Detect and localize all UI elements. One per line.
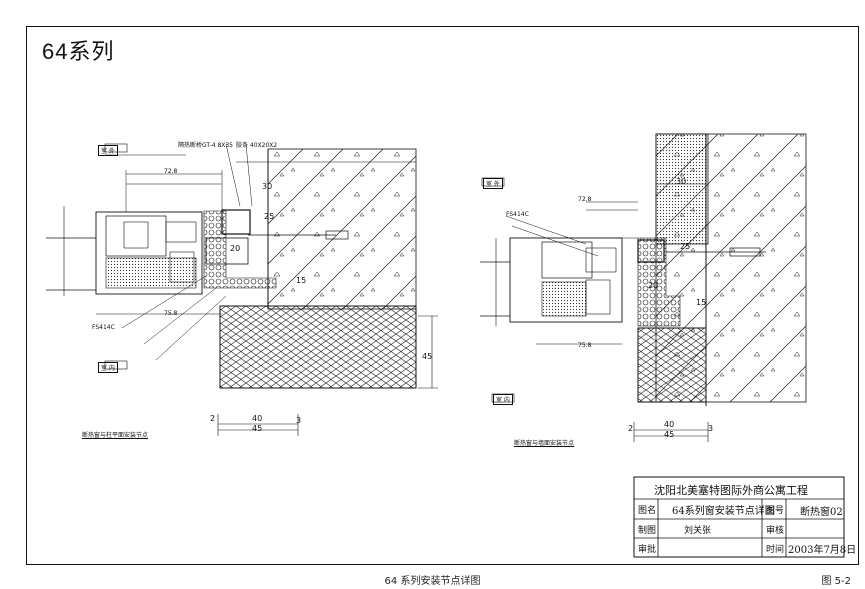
right-detail — [480, 133, 807, 442]
left-dim-20: 20 — [230, 244, 241, 253]
right-dim-3: 3 — [708, 424, 714, 433]
drawing-sheet — [26, 26, 859, 565]
row2-value: 刘关张 — [684, 526, 712, 536]
right-dim-2: 2 — [628, 424, 634, 433]
right-dim-20: 20 — [648, 281, 659, 290]
row3-label2: 时间 — [766, 545, 785, 555]
drawing-canvas — [26, 26, 859, 565]
left-dim-72-8: 72.8 — [164, 168, 178, 175]
tag-indoor-right: 室 内 — [493, 394, 513, 405]
left-dim-45-vertical: 45 — [422, 352, 433, 361]
row3-label: 审批 — [638, 545, 657, 555]
page-number: 图 5-2 — [821, 576, 851, 587]
left-detail-caption: 断热窗与柱平面安装节点 — [82, 432, 149, 439]
tag-outdoor-left: 室 外 — [98, 145, 118, 156]
left-dim-40: 40 — [252, 414, 263, 423]
left-detail — [46, 143, 438, 436]
left-dim-45: 45 — [252, 424, 263, 433]
tag-indoor-left: 室 内 — [98, 362, 118, 373]
left-dim-15: 15 — [296, 276, 307, 285]
row2-label: 制图 — [638, 526, 657, 536]
row1-value: 64系列窗安装节点详图 — [672, 506, 775, 517]
left-label-2: 胶条 40X20X2 — [236, 142, 278, 149]
left-dim-30: 30 — [262, 182, 273, 191]
series-title: 64系列 — [42, 39, 115, 64]
left-dim-75-8: 75.8 — [164, 310, 178, 317]
right-dim-15: 15 — [696, 298, 707, 307]
right-dim-40: 40 — [664, 420, 675, 429]
sheet-caption: 64 系列安装节点详图 — [384, 576, 481, 587]
row1-label: 图名 — [638, 506, 657, 516]
left-label-3: FS414C — [92, 324, 115, 331]
left-dim-2: 2 — [210, 414, 216, 423]
tag-outdoor-right: 室 外 — [483, 178, 503, 189]
right-label-1: FS414C — [506, 211, 529, 218]
left-dim-25: 25 — [264, 212, 275, 221]
row2-label2: 审核 — [766, 526, 785, 536]
left-dim-3: 3 — [296, 416, 302, 425]
right-dim-75-8: 75.8 — [578, 342, 592, 349]
row1-value2: 断热窗02 — [800, 507, 843, 518]
right-detail-caption: 断热窗与墙面安装节点 — [514, 440, 575, 447]
title-block — [633, 476, 845, 558]
project-title: 沈阳北美塞特图际外商公寓工程 — [654, 484, 808, 497]
left-label-1: 隔热断桥GT-4 8X35 — [178, 142, 234, 149]
right-dim-30: 30 — [676, 177, 687, 186]
right-dim-45: 45 — [664, 430, 675, 439]
row3-value2: 2003年7月8日 — [788, 545, 857, 556]
row1-label2: 图号 — [766, 506, 785, 516]
right-dim-25: 25 — [680, 242, 691, 251]
right-dim-72-8: 72.8 — [578, 196, 592, 203]
